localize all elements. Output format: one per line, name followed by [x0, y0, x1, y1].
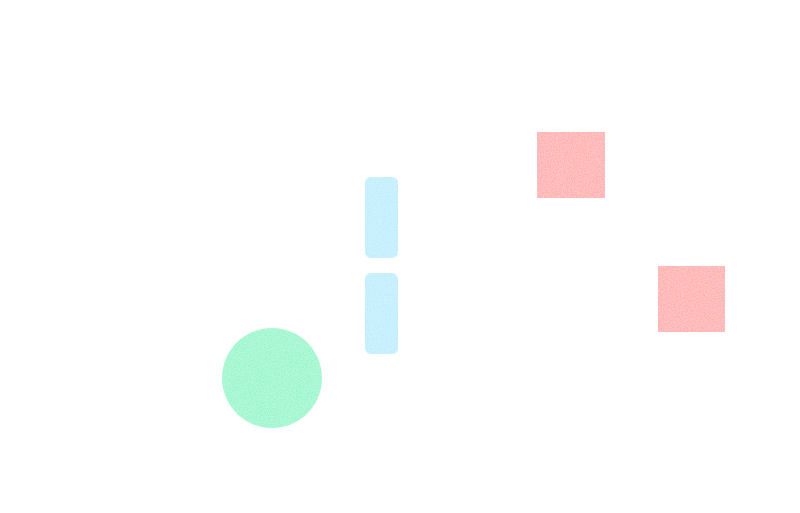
- block-right[interactable]: [658, 266, 725, 332]
- ball-circle[interactable]: [222, 328, 322, 428]
- block-top[interactable]: [537, 132, 605, 198]
- paddle-lower[interactable]: [365, 273, 398, 354]
- paddle-upper[interactable]: [365, 177, 398, 258]
